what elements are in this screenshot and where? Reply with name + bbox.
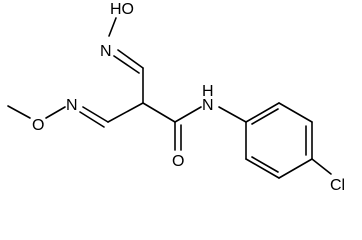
bond-ch-cleft (107, 102, 144, 123)
atom-label-amide-n: N (202, 97, 214, 114)
bond-lines (7, 17, 332, 179)
bond-ch-carbonyl-c (142, 102, 176, 123)
ring-bond-5-inner (251, 156, 279, 173)
ring-bond-2 (278, 102, 313, 123)
atom-label-chloro: Cl (330, 177, 345, 194)
atom-label-amide-h-visible: H (202, 83, 214, 100)
atom-label-carbonyl-o: O (172, 153, 184, 170)
bond-cleft-n-double-a (82, 106, 109, 123)
atom-label-hydroxyl: HO (110, 1, 134, 18)
bond-ho-n (108, 17, 117, 37)
bond-c-nh (174, 106, 202, 123)
atom-label-oxime-n: N (100, 43, 112, 60)
ring-bond-1 (245, 102, 280, 123)
bond-n-c-top-double-a (117, 49, 144, 69)
bond-cleft-n-double-b (79, 111, 105, 128)
bond-n-o-methoxy (45, 106, 66, 119)
ring-bond-4 (278, 158, 313, 179)
bond-c-cl (311, 158, 332, 175)
ring-bond-1-inner (251, 108, 279, 125)
ring-bond-5 (245, 158, 280, 179)
chemical-structure-diagram: HO N N O N H O Cl H (7, 1, 345, 194)
atom-label-imine-n: N (66, 97, 78, 114)
atom-labels: HO N N O N H O Cl (32, 1, 345, 194)
bond-n-c-top-double-b (113, 55, 140, 74)
atom-label-methoxy-o: O (32, 117, 44, 134)
bond-nh-aryl (218, 106, 247, 123)
bond-o-ch3 (7, 105, 31, 119)
